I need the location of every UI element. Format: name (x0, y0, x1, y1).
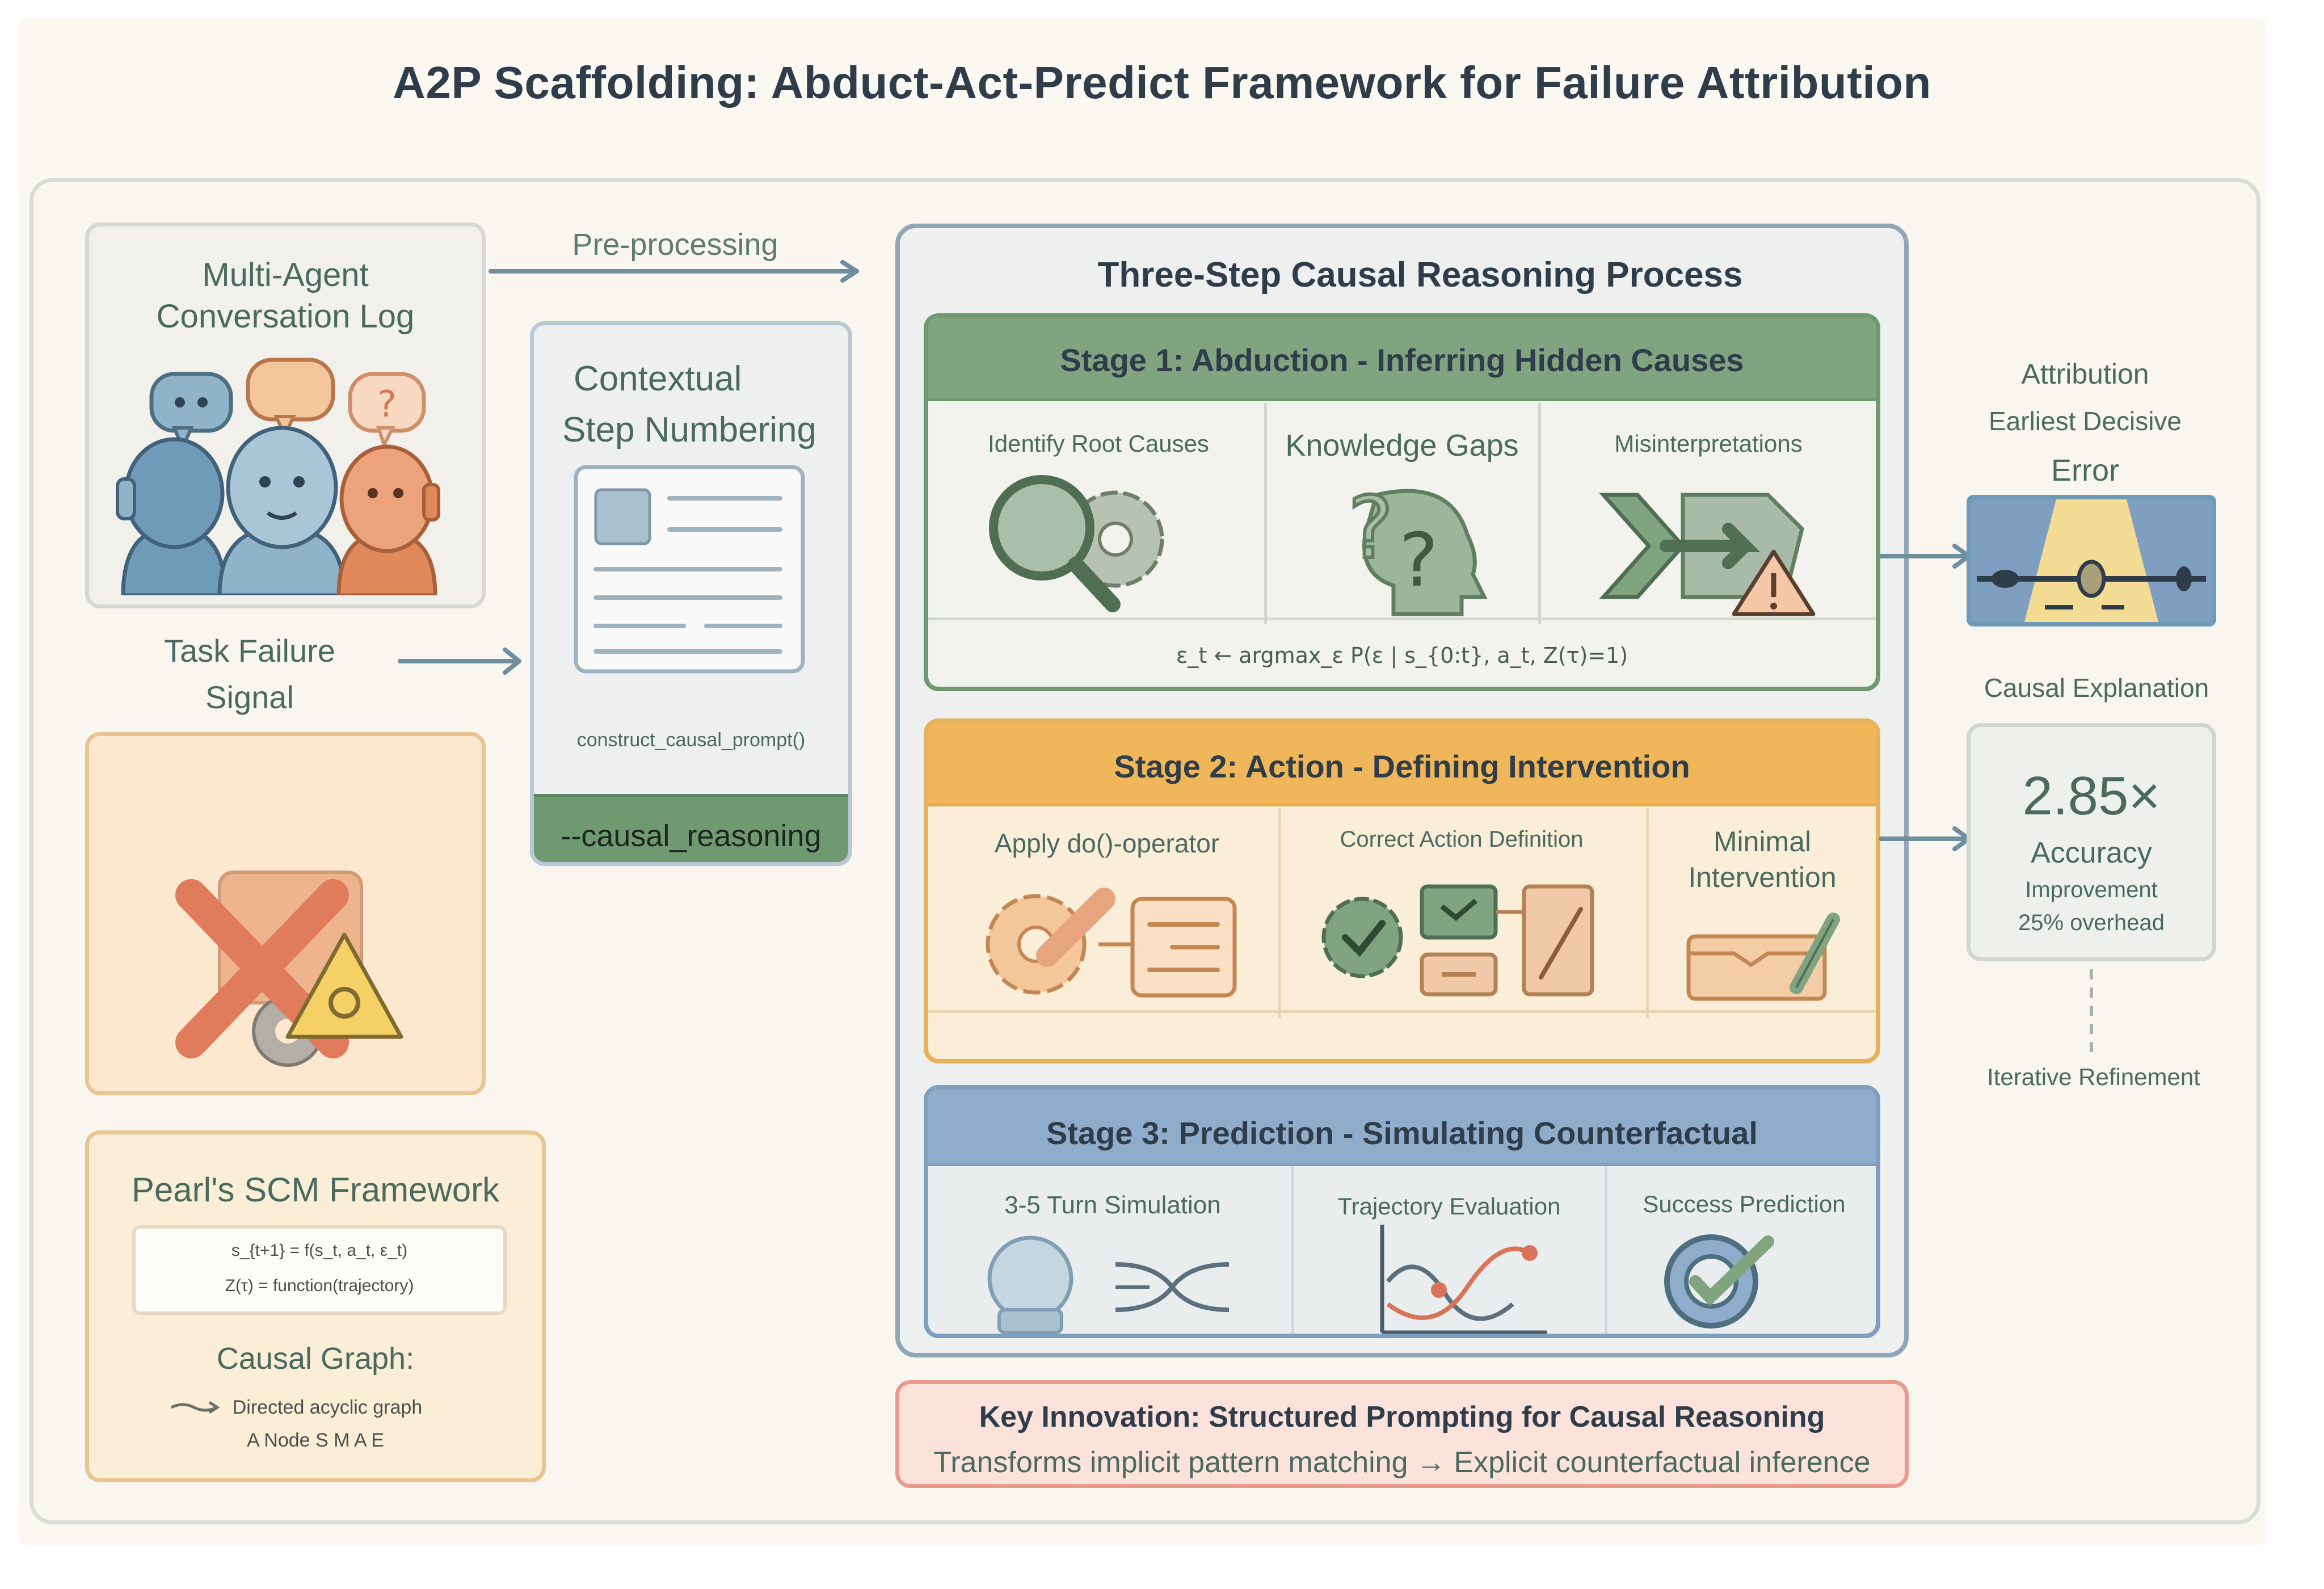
stage1-box: Stage 1: Abduction - Inferring Hidden Ca… (924, 313, 1880, 691)
stage2-title: Stage 2: Action - Defining Intervention (1114, 749, 1690, 784)
preprocessing-arrow (489, 260, 859, 283)
causal-graph-line2: A Node S M A E (247, 1430, 384, 1451)
document-icon (574, 465, 805, 674)
warning-icon (285, 932, 403, 1039)
key-innovation-box: Key Innovation: Structured Prompting for… (895, 1380, 1909, 1488)
refinement-dashed-line (2090, 969, 2093, 1054)
iterative-refinement-label: Iterative Refinement (1987, 1063, 2200, 1090)
accuracy-improvement: Improvement (2025, 877, 2158, 902)
pencil-icon (1790, 913, 1840, 994)
speech-bubble-icon (246, 358, 335, 441)
stage2-col3-line: Intervention (1688, 861, 1837, 893)
stage2-col3-line: Minimal (1713, 826, 1812, 857)
accuracy-value: 2.85× (2022, 766, 2161, 826)
attribution-arrow (1879, 544, 1971, 569)
task-failure-label: Task Failure Signal (102, 631, 397, 717)
success-check-icon (1664, 1234, 1774, 1329)
question-glyph: ? (377, 384, 397, 426)
conversation-log-card: Multi-Agent Conversation Log ? (85, 222, 486, 608)
step-numbering-line1: Contextual (574, 359, 742, 398)
conversation-log-title-line2: Conversation Log (156, 297, 415, 335)
stage3-col3-label: Success Prediction (1643, 1191, 1846, 1217)
task-failure-card (85, 732, 486, 1095)
correct-action-icon (1321, 884, 1594, 997)
causal-graph-line1: Directed acyclic graph (232, 1397, 423, 1418)
causal-reasoning-flag: --causal_reasoning (534, 794, 848, 862)
attribution-line2: Earliest Decisive (1989, 406, 2182, 436)
stage3-title: Stage 3: Prediction - Simulating Counter… (1046, 1115, 1758, 1151)
stage1-col3-label: Misinterpretations (1614, 430, 1803, 457)
conversation-log-title-line1: Multi-Agent (202, 257, 369, 293)
stage3-box: Stage 3: Prediction - Simulating Counter… (924, 1085, 1880, 1338)
attribution-card (1967, 495, 2216, 627)
accuracy-card: 2.85× Accuracy Improvement 25% overhead (1967, 723, 2216, 961)
attribution-line1: Attribution (2021, 358, 2149, 390)
graph-edge-icon (170, 1401, 220, 1414)
agents-icon: ? (116, 358, 440, 595)
human-agent-icon (217, 426, 347, 595)
warning-icon (1732, 549, 1816, 616)
stage1-col1-label: Identify Root Causes (988, 430, 1209, 457)
scm-equation-1: s_{t+1} = f(s_t, a_t, ε_t) (231, 1241, 408, 1260)
causal-explanation-label: Causal Explanation (1984, 673, 2209, 703)
scm-title: Pearl's SCM Framework (131, 1171, 500, 1209)
process-title: Three-Step Causal Reasoning Process (1097, 255, 1743, 295)
construct-function-label: construct_causal_prompt() (576, 729, 806, 751)
abduction-formula: ε_t ← argmax_ε P(ε | s_{0:t}, a_t, Z(τ)=… (1176, 643, 1628, 668)
gear-icon (986, 894, 1087, 995)
stage3-col2-label: Trajectory Evaluation (1337, 1193, 1561, 1220)
scm-equation-box: s_{t+1} = f(s_t, a_t, ε_t) Z(τ) = functi… (132, 1225, 507, 1315)
key-innovation-subtitle: Transforms implicit pattern matching → E… (933, 1446, 1871, 1479)
misinterpretation-icon (1599, 493, 1816, 616)
spotlight-timeline-icon (1977, 499, 2206, 622)
stage2-col1-label: Apply do()-operator (994, 829, 1220, 858)
accuracy-overhead: 25% overhead (2018, 910, 2165, 935)
trajectory-chart-icon (1380, 1225, 1547, 1334)
robot-agent-icon (116, 437, 228, 595)
failure-icon (175, 871, 403, 1067)
explanation-arrow (1879, 826, 1971, 851)
svg-text:?: ? (1348, 479, 1393, 578)
step-numbering-card: Contextual Step Numbering construct_caus… (530, 321, 852, 866)
search-icon (989, 475, 1121, 612)
svg-text:?: ? (1399, 517, 1438, 603)
preprocessing-label: Pre-processing (572, 228, 778, 262)
task-failure-line2: Signal (205, 679, 294, 715)
scm-framework-card: Pearl's SCM Framework s_{t+1} = f(s_t, a… (85, 1130, 546, 1482)
orange-agent-icon (336, 444, 440, 595)
check-badge-icon (1321, 897, 1403, 978)
question-bubble-icon: ? (348, 372, 426, 449)
do-operator-icon (986, 888, 1237, 998)
stage1-col2-label: Knowledge Gaps (1285, 428, 1519, 463)
minimal-intervention-icon (1686, 913, 1840, 1001)
task-failure-line1: Task Failure (164, 633, 335, 669)
stage1-title: Stage 1: Abduction - Inferring Hidden Ca… (1060, 342, 1744, 378)
key-innovation-title: Key Innovation: Structured Prompting for… (979, 1401, 1825, 1434)
knowledge-gaps-icon: ? ? (1346, 477, 1488, 616)
causal-graph-title: Causal Graph: (216, 1342, 415, 1376)
attribution-line3: Error (2051, 453, 2119, 487)
task-failure-arrow (398, 648, 521, 675)
page-title: A2P Scaffolding: Abduct-Act-Predict Fram… (393, 57, 1931, 108)
speech-bubble-icon (149, 372, 233, 452)
accuracy-metric: Accuracy (2031, 836, 2152, 869)
magnifier-gear-icon (989, 475, 1164, 612)
causal-reasoning-flag-text: --causal_reasoning (561, 819, 822, 853)
scm-equation-2: Z(τ) = function(trajectory) (225, 1276, 414, 1295)
stage2-box: Stage 2: Action - Defining Intervention … (924, 718, 1880, 1063)
stage2-col2-label: Correct Action Definition (1340, 827, 1584, 852)
wrench-icon (1036, 888, 1115, 967)
crystal-ball-icon (987, 1235, 1230, 1334)
stage3-col1-label: 3-5 Turn Simulation (1004, 1191, 1221, 1219)
step-numbering-line2: Step Numbering (562, 410, 817, 449)
